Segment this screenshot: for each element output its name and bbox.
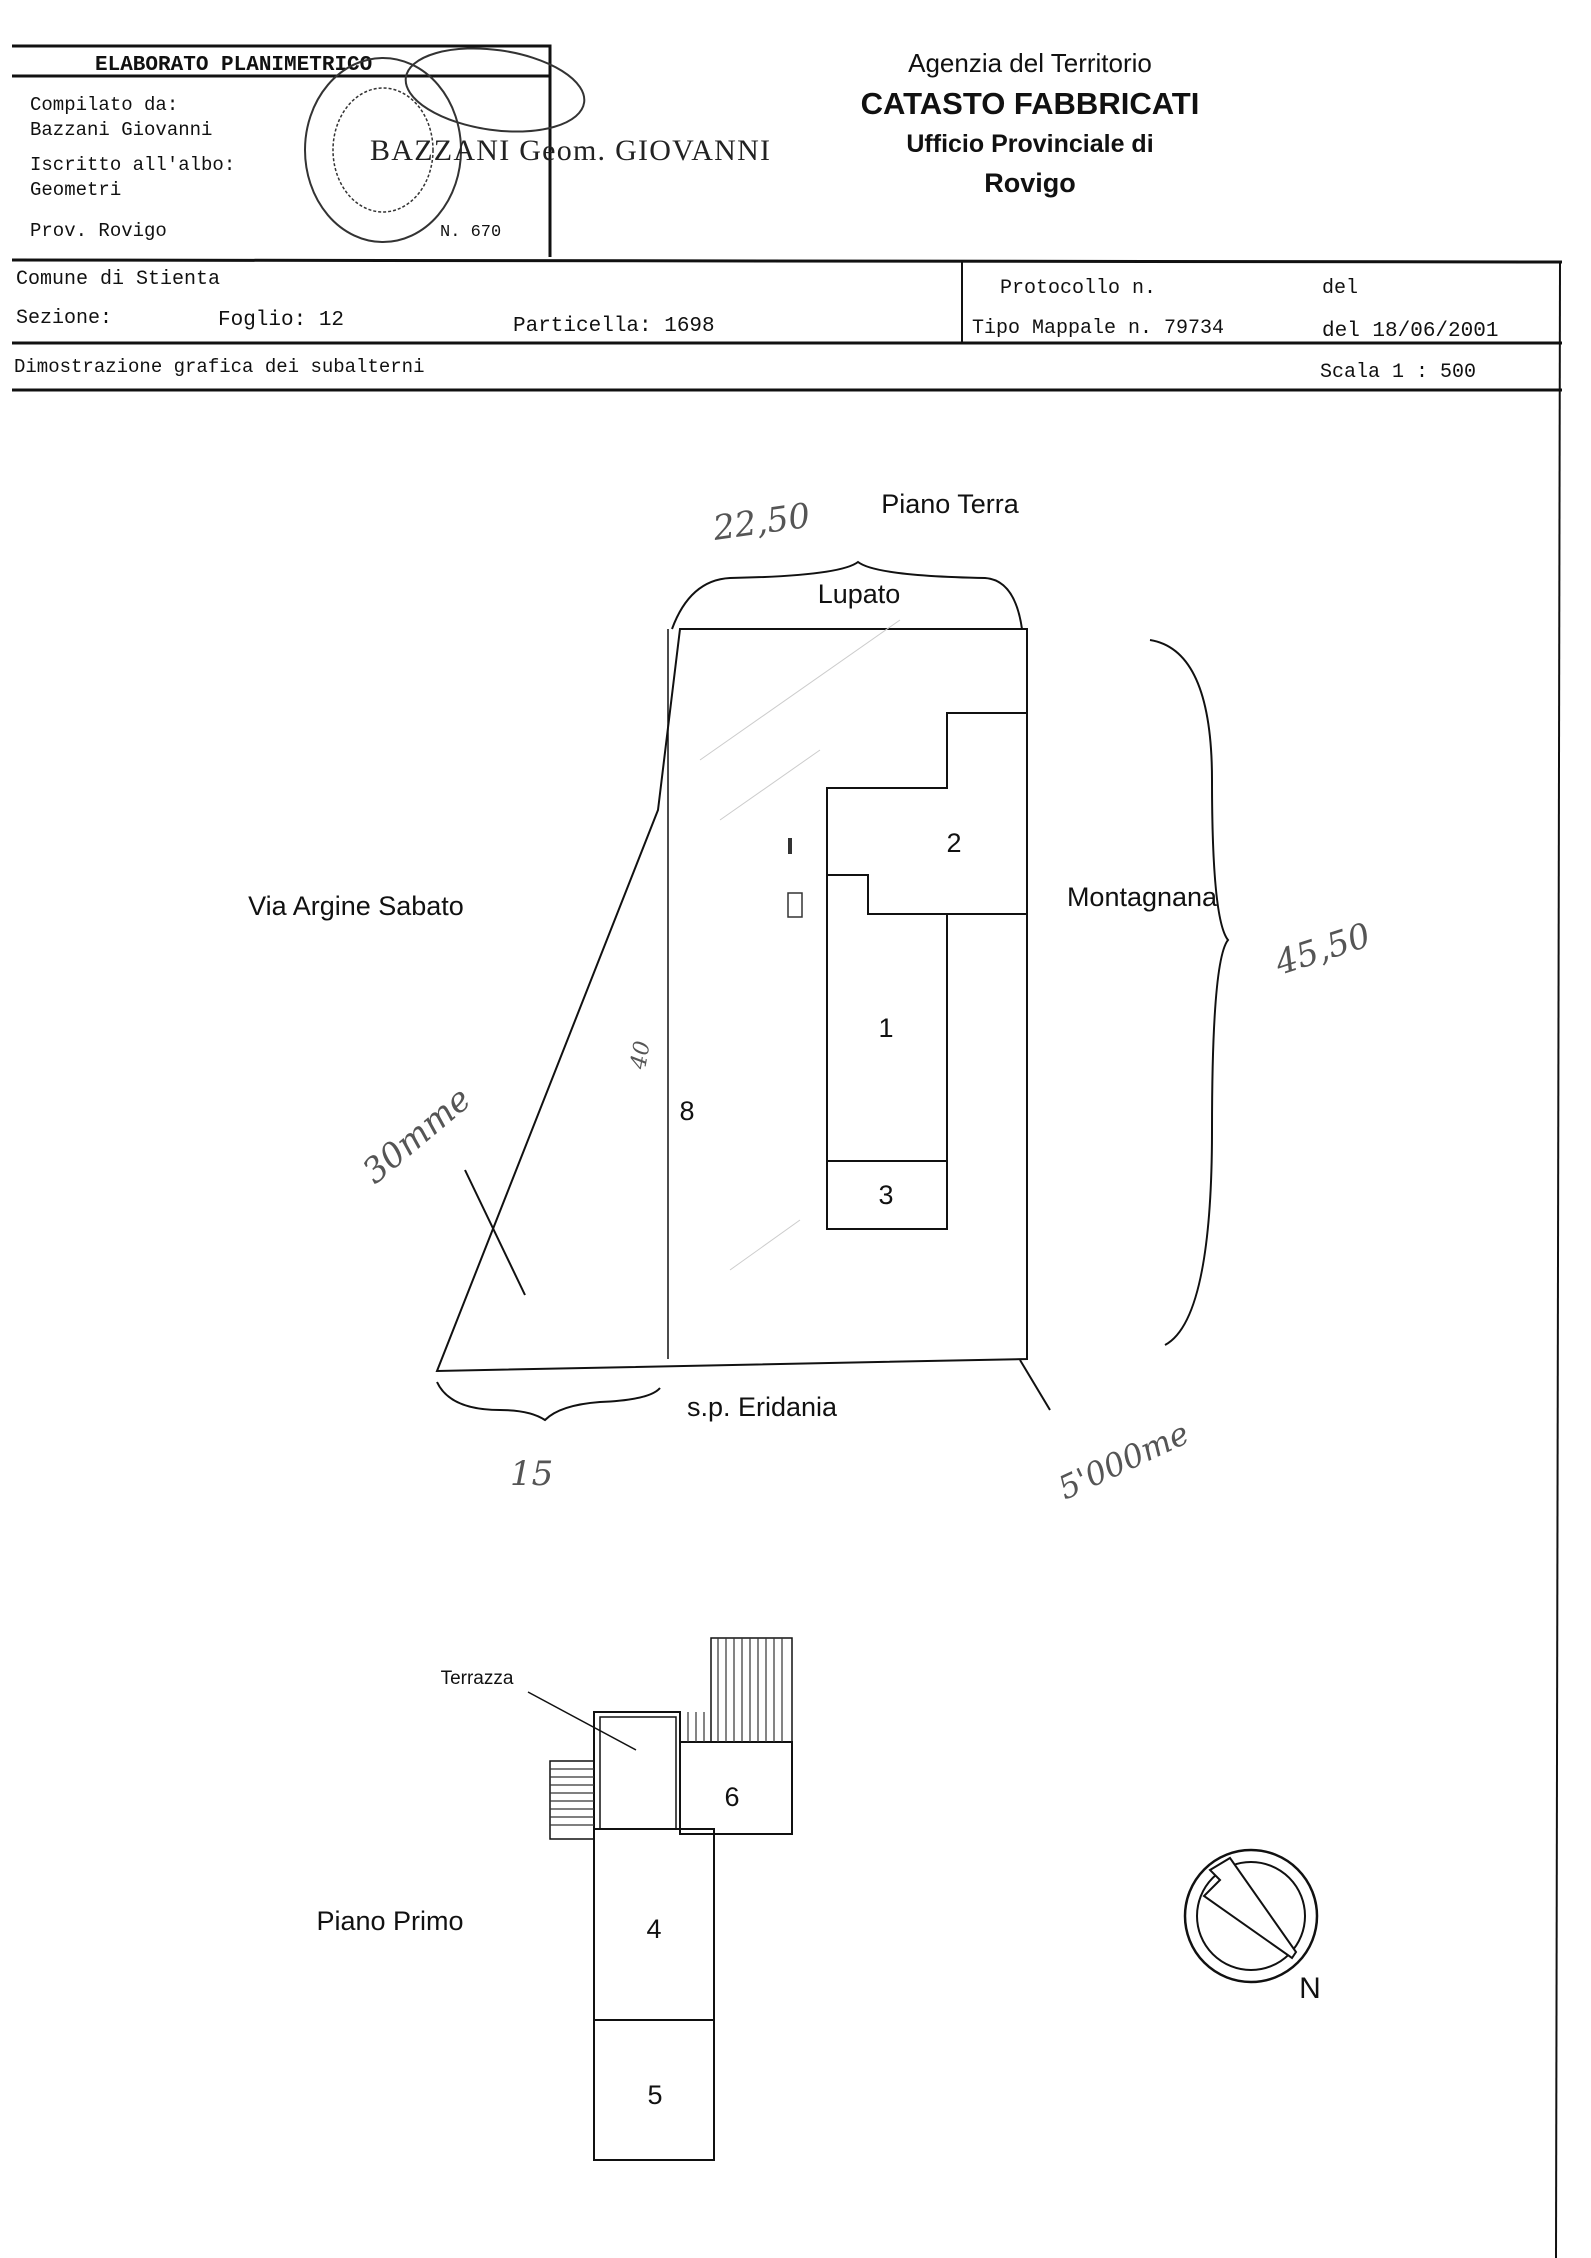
geometri-stamp: N. 670	[304, 57, 501, 243]
info-table: Comune di Stienta Sezione: Foglio: 12 Pa…	[11, 258, 1563, 2258]
stamp-number: N. 670	[440, 223, 501, 242]
stair-icon	[787, 892, 803, 918]
compilato-label: Compilato da:	[30, 94, 178, 116]
unit-4-label: 4	[646, 1914, 661, 1944]
side-east-label: Montagnana	[1067, 882, 1218, 912]
foglio: Foglio: 12	[218, 309, 344, 332]
ground-floor-plan: Piano Terra Lupato Via Argine Sabato Mon…	[248, 489, 1375, 1507]
terrace-pointer	[527, 1691, 637, 1751]
unit-2-notch	[827, 874, 947, 915]
hatch-lines	[699, 619, 901, 1271]
unit-1-label: 1	[878, 1013, 893, 1043]
handwritten-top-width: 22,50	[710, 496, 813, 549]
entrance-marker	[788, 838, 792, 854]
handwritten-right-length: 45,50	[1269, 915, 1375, 983]
terrace-inner	[599, 1716, 677, 1830]
unit-5-label: 5	[647, 2080, 662, 2110]
tipo-mappale: Tipo Mappale n. 79734	[972, 317, 1224, 340]
stairs-top	[687, 1637, 793, 1743]
description: Dimostrazione grafica dei subalterni	[14, 356, 424, 378]
agency-name: Agenzia del Territorio	[908, 48, 1152, 78]
tipo-mappale-date: del 18/06/2001	[1322, 320, 1498, 343]
handwritten-left-note: 30mme	[355, 1079, 479, 1192]
handwritten-inner-note: 40	[626, 1039, 656, 1072]
sezione: Sezione:	[16, 307, 112, 330]
agency-block: Agenzia del Territorio CATASTO FABBRICAT…	[861, 48, 1200, 198]
side-south-label: s.p. Eridania	[687, 1392, 838, 1422]
side-north-label: Lupato	[818, 579, 901, 609]
unit-8-label: 8	[679, 1096, 694, 1126]
protocollo-date: del	[1322, 277, 1358, 300]
prov-label: Prov. Rovigo	[30, 220, 167, 242]
north-arrow-icon: N	[1183, 1848, 1321, 2005]
header-box: ELABORATO PLANIMETRICO Compilato da: Baz…	[12, 44, 770, 257]
agency-city: Rovigo	[984, 168, 1076, 198]
handwritten-bottom-note: 5'000me	[1052, 1414, 1195, 1507]
agency-catasto: CATASTO FABBRICATI	[861, 86, 1200, 121]
albo-label: Geometri	[30, 179, 121, 201]
compilato-name: Bazzani Giovanni	[30, 119, 212, 141]
unit-2-label: 2	[946, 828, 961, 858]
lot-boundary	[435, 628, 1028, 1373]
signature-stamp: BAZZANI Geom. GIOVANNI	[370, 134, 770, 167]
first-floor-plan: Piano Primo Terrazza 6 4 5	[316, 1637, 793, 2161]
header-title: ELABORATO PLANIMETRICO	[95, 54, 372, 77]
side-west-label: Via Argine Sabato	[248, 891, 464, 921]
dimension-braces	[436, 560, 1230, 1422]
scale: Scala 1 : 500	[1320, 361, 1476, 384]
comune: Comune di Stienta	[16, 268, 220, 291]
terrace-label: Terrazza	[441, 1668, 514, 1689]
iscritto-label: Iscritto all'albo:	[30, 154, 235, 176]
stairs-left	[549, 1760, 595, 1840]
agency-office: Ufficio Provinciale di	[906, 130, 1153, 158]
unit-5-room	[593, 2019, 715, 2161]
handwritten-bottom-width: 15	[510, 1454, 553, 1494]
building-outline	[826, 712, 1028, 1230]
signature-scribble	[404, 47, 586, 133]
unit-6-label: 6	[724, 1782, 739, 1812]
unit-3-label: 3	[878, 1180, 893, 1210]
north-label: N	[1299, 1972, 1321, 2005]
ground-floor-title: Piano Terra	[881, 489, 1020, 519]
first-floor-title: Piano Primo	[316, 1906, 463, 1936]
protocollo: Protocollo n.	[1000, 277, 1156, 300]
particella: Particella: 1698	[513, 315, 715, 338]
